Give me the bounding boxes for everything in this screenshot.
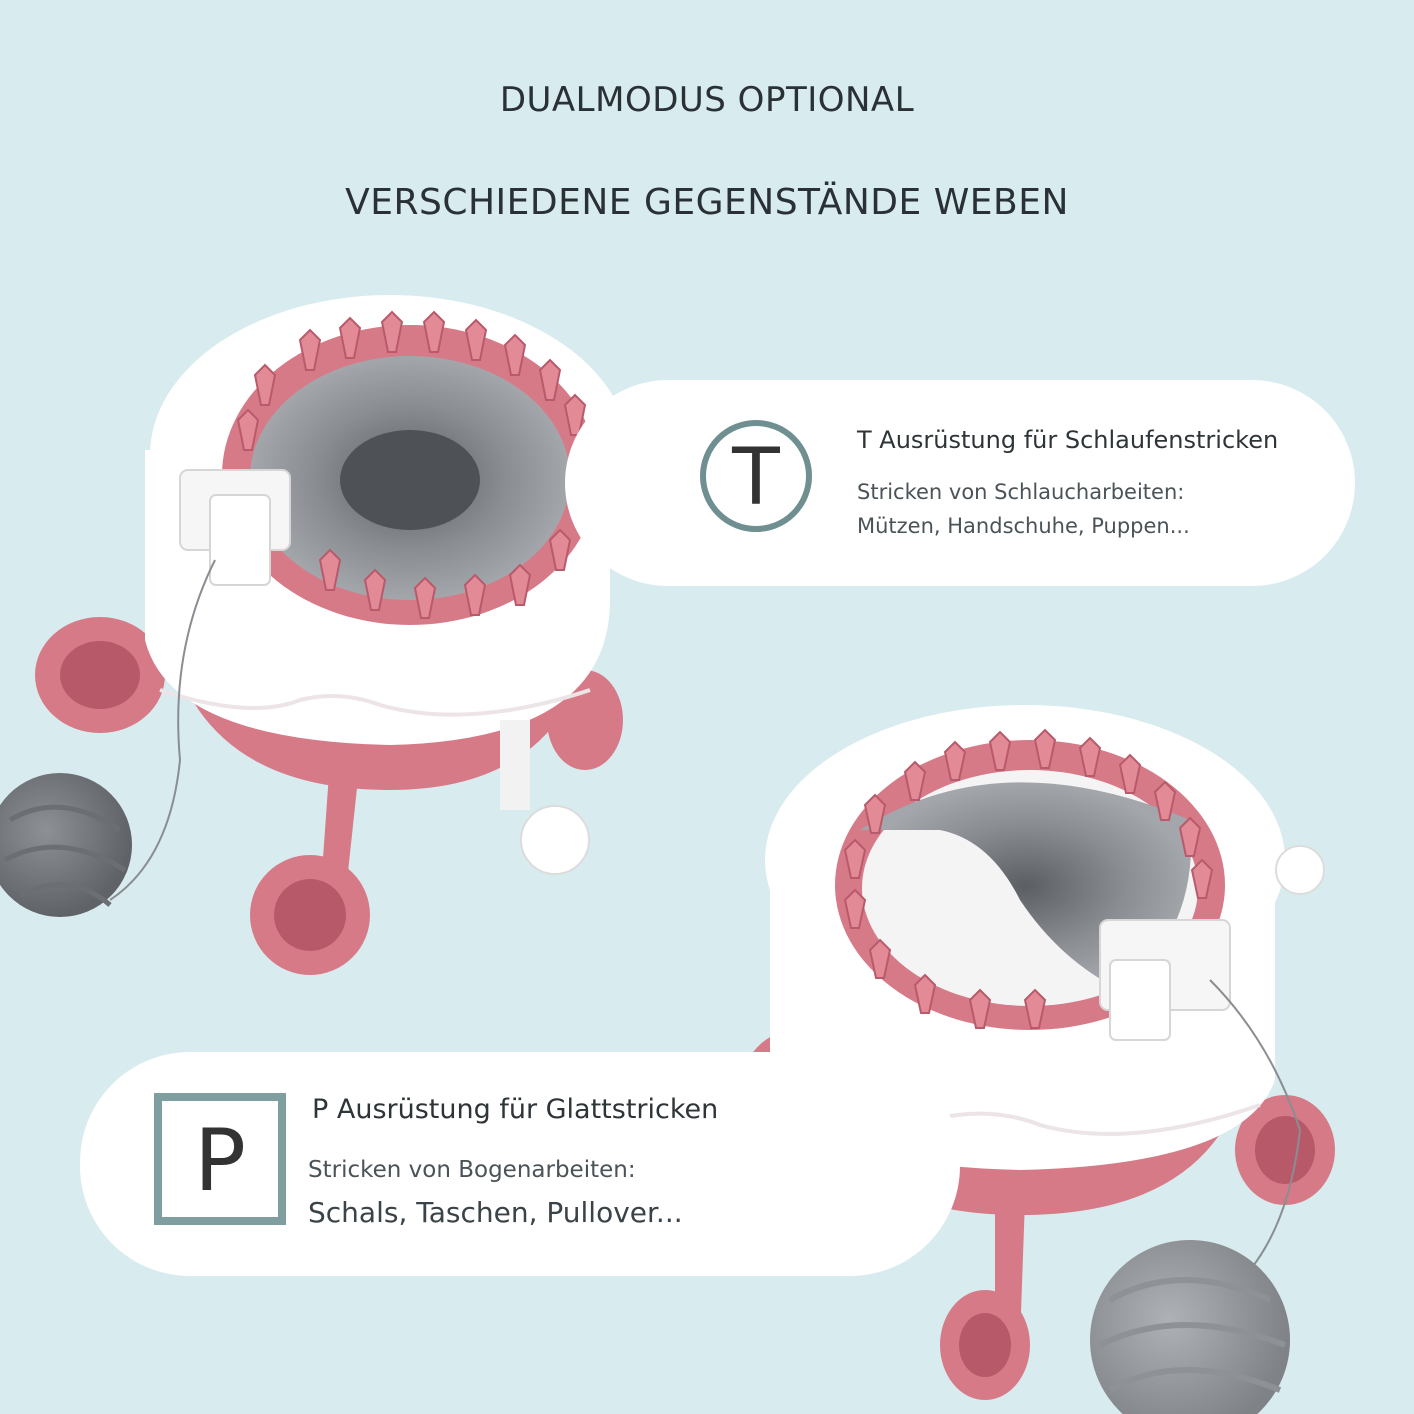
option-t-description-line1: Stricken von Schlaucharbeiten: <box>857 480 1185 504</box>
option-p-description-line1: Stricken von Bogenarbeiten: <box>308 1157 636 1183</box>
option-t-title: T Ausrüstung für Schlaufenstricken <box>857 426 1279 454</box>
badge-t-circle: T <box>700 420 812 532</box>
option-card-flat-knitting <box>80 1052 960 1276</box>
headline-dual-mode: DUALMODUS OPTIONAL <box>499 80 915 120</box>
option-p-title: P Ausrüstung für Glattstricken <box>312 1094 719 1125</box>
loom-tube-mode <box>0 295 630 975</box>
badge-p-letter: P <box>194 1111 246 1211</box>
headline-various-items: VERSCHIEDENE GEGENSTÄNDE WEBEN <box>345 182 1069 223</box>
option-p-description-line2: Schals, Taschen, Pullover... <box>308 1196 683 1229</box>
badge-t-letter: T <box>732 433 780 523</box>
option-card-tube-knitting <box>565 380 1355 586</box>
option-t-description-line2: Mützen, Handschuhe, Puppen... <box>857 514 1190 538</box>
badge-p-square: P <box>154 1093 286 1225</box>
